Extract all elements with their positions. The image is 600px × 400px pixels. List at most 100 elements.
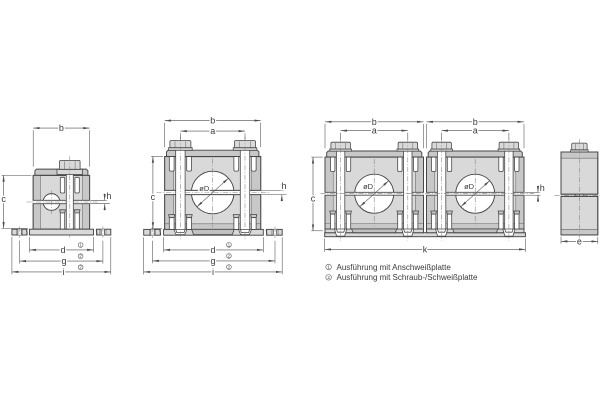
- variant-mark-2-g-heavy-clamp-digit: 2: [228, 253, 231, 258]
- dim-c-twin-clamp-label: c: [311, 193, 316, 203]
- bolt-counterbore-lower: [413, 213, 419, 230]
- dim-b-twin-clamp-1-label: b: [372, 117, 377, 127]
- bolt-washer-seat: [185, 214, 193, 219]
- light-clamp-screw-plate-end-right: [95, 226, 112, 238]
- dim-d-heavy-clamp-label: d: [210, 245, 215, 255]
- twin-clamp-feet-2: [426, 228, 525, 234]
- bolt-counterbore-upper: [397, 156, 403, 172]
- variant-mark-2-g-light-clamp: 2: [77, 253, 84, 259]
- legend: 1 Ausführung mit Anschweißplatte 2 Ausfü…: [325, 263, 479, 282]
- dim-b-light-clamp: b: [33, 122, 90, 134]
- dim-a-twin-clamp-2: a: [441, 124, 509, 137]
- bolt-counterbore-lower: [168, 217, 175, 230]
- light-clamp-front-view: b c h d 1 g 2 i 2: [0, 122, 113, 278]
- dim-h-light-clamp-label: h: [106, 191, 111, 201]
- bolt-counterbore-lower: [233, 217, 240, 230]
- dim-c-light-clamp-label: c: [1, 194, 6, 204]
- twin-clamp-underside-recess: [452, 228, 499, 234]
- twin-clamp-bore-diameter-callout-1: øD: [359, 180, 389, 207]
- legend-item-2-text: Ausführung mit Schraub-/Schweißplatte: [337, 273, 479, 282]
- dim-a-twin-clamp-2-label: a: [473, 126, 478, 136]
- bolt-washer-seat: [250, 214, 258, 219]
- bolt-counterbore-upper: [59, 176, 66, 194]
- variant-mark-2-i-heavy-clamp-digit: 2: [228, 265, 231, 270]
- dim-i-heavy-clamp-label: i: [212, 267, 214, 277]
- bolt-washer-seat: [497, 210, 505, 215]
- clamp-side-profile-view: e: [554, 139, 600, 248]
- heavy-clamp-screw-plate-end-right: [265, 226, 283, 238]
- bolt-counterbore-lower: [345, 213, 352, 230]
- dim-e-profile: e: [560, 235, 598, 248]
- variant-mark-1-d-light-clamp-digit: 1: [79, 243, 82, 248]
- twin-clamp-rail-plate: [324, 232, 526, 238]
- legend-marker-2-digit: 2: [327, 275, 330, 280]
- bolt-counterbore-lower: [74, 212, 80, 230]
- bolt-counterbore-upper: [168, 156, 175, 172]
- bolt-counterbore-lower: [186, 217, 192, 230]
- variant-mark-2-i-light-clamp-digit: 2: [79, 265, 82, 270]
- dim-a-heavy-clamp: a: [180, 125, 246, 137]
- dim-c-light-clamp: c: [0, 175, 8, 229]
- dim-h-twin-clamp-label: h: [540, 183, 545, 193]
- bolt-washer-seat: [430, 210, 438, 215]
- bolt-counterbore-upper: [431, 156, 437, 172]
- legend-marker-2: [325, 274, 332, 281]
- dim-diameter-twin-clamp-label-1: øD: [363, 182, 374, 191]
- variant-mark-2-g-heavy-clamp: 2: [226, 253, 232, 259]
- heavy-clamp-weld-plate: [163, 228, 264, 236]
- dim-a-twin-clamp-1: a: [340, 124, 408, 137]
- dim-g-heavy-clamp-label: g: [210, 256, 215, 266]
- dim-c-heavy-clamp-label: c: [151, 192, 156, 202]
- heavy-clamp-stacking-bolt-right: [232, 136, 258, 240]
- twin-clamp-feet-1: [324, 228, 424, 234]
- dim-a-twin-clamp-1-label: a: [372, 126, 377, 136]
- bolt-counterbore-upper: [498, 156, 504, 172]
- light-clamp-screw-plate-end-left: [11, 226, 28, 238]
- bolt-washer-seat: [168, 214, 176, 219]
- bolt-washer-seat: [513, 210, 521, 215]
- variant-mark-1-d-heavy-clamp-digit: 1: [228, 242, 231, 247]
- twin-clamp-front-view: øD b a øD b a c h k: [309, 116, 546, 256]
- variant-mark-2-i-light-clamp: 2: [77, 264, 84, 270]
- bolt-counterbore-lower: [431, 213, 437, 230]
- twin-clamp-stacking-bolt: [430, 138, 453, 241]
- bolt-counterbore-upper: [514, 156, 520, 172]
- dim-b-twin-clamp-2: b: [426, 116, 525, 128]
- bolt-washer-seat: [59, 209, 66, 214]
- bolt-washer-seat: [446, 210, 453, 215]
- bolt-shank: [175, 150, 186, 230]
- bolt-counterbore-upper: [74, 176, 80, 194]
- dim-g-heavy-clamp: g: [152, 255, 276, 267]
- plate-break-line: [159, 229, 162, 236]
- heavy-clamp-front-view: øD b a c h d 1 g 2 i 2: [143, 114, 288, 278]
- dim-b-twin-clamp-2-label: b: [473, 117, 478, 127]
- bolt-washer-seat: [232, 214, 240, 219]
- twin-clamp-stacking-bolt: [329, 138, 352, 241]
- dim-d-heavy-clamp: d: [163, 244, 264, 256]
- light-clamp-weld-plate: [29, 228, 94, 236]
- bolt-counterbore-upper: [186, 156, 192, 172]
- variant-mark-2-i-heavy-clamp: 2: [226, 264, 232, 270]
- bolt-counterbore-lower: [250, 217, 257, 230]
- bolt-counterbore-upper: [250, 156, 257, 172]
- dim-g-light-clamp-label: g: [61, 256, 66, 266]
- dim-e-profile-label: e: [577, 237, 582, 247]
- twin-clamp-stacking-bolt: [497, 138, 521, 241]
- heavy-clamp-screw-plate-end-left: [143, 226, 162, 238]
- bolt-tip: [504, 228, 514, 233]
- dim-b-light-clamp-label: b: [59, 123, 64, 133]
- dim-d-light-clamp: d: [29, 244, 94, 256]
- bolt-counterbore-upper: [345, 156, 352, 172]
- bolt-counterbore-upper: [446, 156, 453, 172]
- variant-mark-1-d-heavy-clamp: 1: [226, 242, 232, 248]
- dim-b-twin-clamp-1: b: [324, 116, 424, 128]
- dim-diameter-heavy-clamp-label: øD: [199, 184, 210, 193]
- twin-clamp-stacking-bolt: [396, 138, 420, 241]
- dim-i-heavy-clamp: i: [143, 266, 283, 278]
- bolt-washer-seat: [396, 210, 404, 215]
- bolt-counterbore-lower: [498, 213, 504, 230]
- variant-mark-1-d-light-clamp: 1: [77, 242, 84, 248]
- heavy-clamp-bore-diameter-callout: øD: [196, 177, 229, 208]
- bolt-washer-seat: [73, 209, 81, 214]
